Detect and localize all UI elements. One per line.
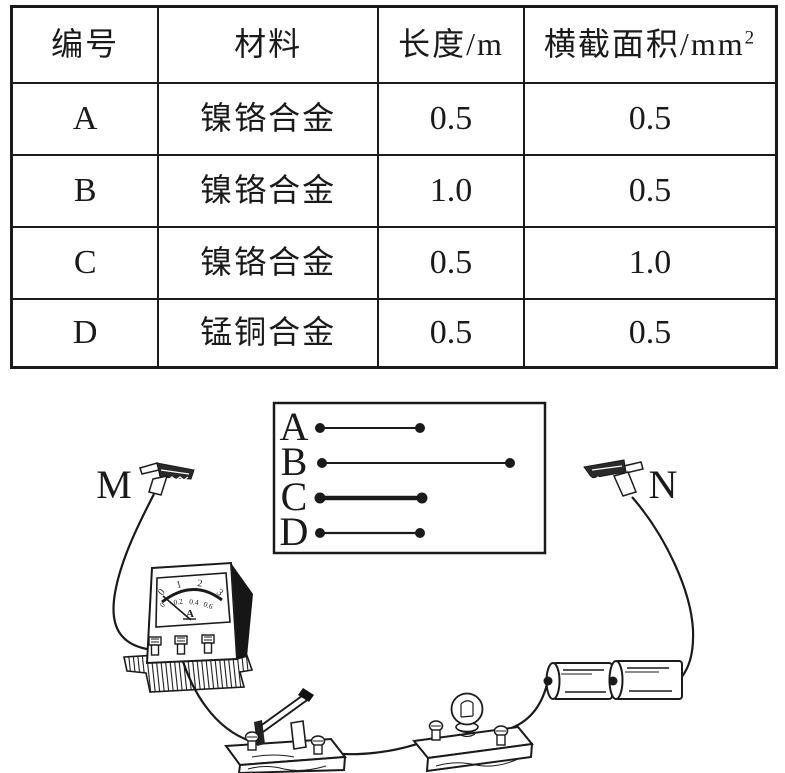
switch-contact-block — [290, 720, 307, 750]
probe-n-label: N — [649, 462, 678, 507]
cell-area: 1.0 — [523, 225, 778, 300]
binding-post-icon — [201, 634, 215, 654]
scale-label: 0.2 — [173, 596, 184, 607]
switch-lever-tip — [298, 688, 314, 702]
bulb-stand — [412, 692, 534, 773]
scale-label: 3 — [214, 587, 225, 599]
wire-c-label: C — [281, 474, 308, 519]
scale-label: 0.4 — [189, 597, 200, 607]
scale-label: 2 — [197, 578, 203, 590]
switch-base-front — [237, 755, 347, 773]
binding-post-icon — [148, 636, 162, 656]
battery-cell-icon — [545, 662, 613, 700]
wood-grain — [435, 758, 519, 767]
table-header-material: 材料 — [157, 5, 379, 84]
cell-area: 0.5 — [523, 81, 778, 156]
wire-sample-box: A B C D — [272, 401, 547, 555]
ammeter: 0 1 2 3 0 0.2 0.4 0.6 A — [123, 561, 254, 693]
binding-post-icon — [493, 725, 509, 746]
switch-lever — [258, 692, 307, 728]
scale-label: 1 — [175, 579, 182, 591]
cell-material: 镍铬合金 — [157, 225, 379, 300]
binding-post-icon — [310, 735, 326, 755]
ammeter-terminals — [148, 634, 215, 656]
cell-length: 1.0 — [376, 153, 526, 228]
area-unit-sup: 2 — [744, 27, 757, 49]
cell-area: 0.5 — [523, 153, 778, 228]
ammeter-unit-label: A — [186, 608, 194, 620]
cell-material: 锰铜合金 — [157, 297, 379, 369]
table-row: D 锰铜合金 0.5 0.5 — [10, 297, 778, 369]
wire-b-label: B — [281, 439, 308, 484]
cell-material: 镍铬合金 — [157, 153, 379, 228]
ammeter-screen — [155, 572, 231, 628]
cell-area: 0.5 — [523, 297, 778, 369]
alligator-clip-n-icon — [583, 459, 644, 497]
cell-length: 0.5 — [376, 81, 526, 156]
binding-post-icon — [174, 635, 188, 655]
battery-cell-icon — [608, 660, 683, 700]
battery-terminal-dot — [608, 676, 618, 686]
probe-m-label: M — [96, 462, 132, 507]
table-row: B 镍铬合金 1.0 0.5 — [10, 153, 778, 228]
cell-id: C — [10, 225, 160, 300]
cell-id: B — [10, 153, 160, 228]
battery-terminal-dot — [543, 676, 553, 686]
binding-post-icon — [244, 731, 260, 751]
ammeter-scale-arc — [161, 588, 223, 604]
wire-c-dot — [416, 492, 428, 504]
wire-a-label: A — [280, 404, 309, 449]
bulb-base-front — [425, 742, 534, 773]
cell-length: 0.5 — [376, 225, 526, 300]
scale-label: 0 — [156, 587, 168, 598]
wire-d-label: D — [280, 509, 309, 554]
cell-id: A — [10, 81, 160, 156]
wood-grain — [247, 765, 327, 771]
area-unit-base: 横截面积/mm — [543, 26, 745, 63]
alligator-clip-m-icon — [139, 462, 195, 496]
wire-b-dot — [317, 458, 327, 468]
wire-a-dot — [415, 423, 425, 433]
table-header-length: 长度/m — [376, 5, 526, 84]
wire-m-to-ammeter — [112, 493, 155, 652]
cell-material: 镍铬合金 — [157, 81, 379, 156]
table-header-id: 编号 — [10, 5, 160, 84]
table-header-row: 编号 材料 长度/m 横截面积/mm2 — [10, 5, 778, 84]
cell-length: 0.5 — [376, 297, 526, 369]
wire-spec-table: 编号 材料 长度/m 横截面积/mm2 A 镍铬合金 0.5 0.5 B 镍铬合… — [10, 5, 778, 369]
ammeter-needle — [162, 595, 192, 621]
switch-lever — [262, 697, 311, 733]
table-header-area: 横截面积/mm2 — [523, 5, 778, 84]
wire-d-dot — [415, 528, 425, 538]
ammeter-inner-scale: 0 0.2 0.4 0.6 — [158, 596, 215, 611]
battery-pack — [543, 660, 683, 700]
wire-c-dot — [314, 492, 326, 504]
wire-box-frame — [272, 401, 547, 555]
wire-a-dot — [315, 423, 325, 433]
wire-d-dot — [315, 528, 325, 538]
scale-label: 0 — [158, 600, 167, 609]
table-row: C 镍铬合金 0.5 1.0 — [10, 225, 778, 300]
probe-m: M — [96, 462, 195, 507]
switch — [224, 688, 347, 773]
probe-n: N — [583, 459, 678, 507]
wire-bulb-to-battery — [501, 683, 549, 733]
table-row: A 镍铬合金 0.5 0.5 — [10, 81, 778, 156]
cell-id: D — [10, 297, 160, 369]
ammeter-outer-scale: 0 1 2 3 — [156, 578, 225, 598]
light-bulb-icon — [450, 692, 484, 738]
scale-label: 0.6 — [202, 599, 214, 611]
wire-n-to-battery — [631, 496, 695, 679]
wood-grain — [251, 754, 295, 758]
binding-post-icon — [428, 720, 444, 741]
wire-b-dot — [505, 458, 515, 468]
